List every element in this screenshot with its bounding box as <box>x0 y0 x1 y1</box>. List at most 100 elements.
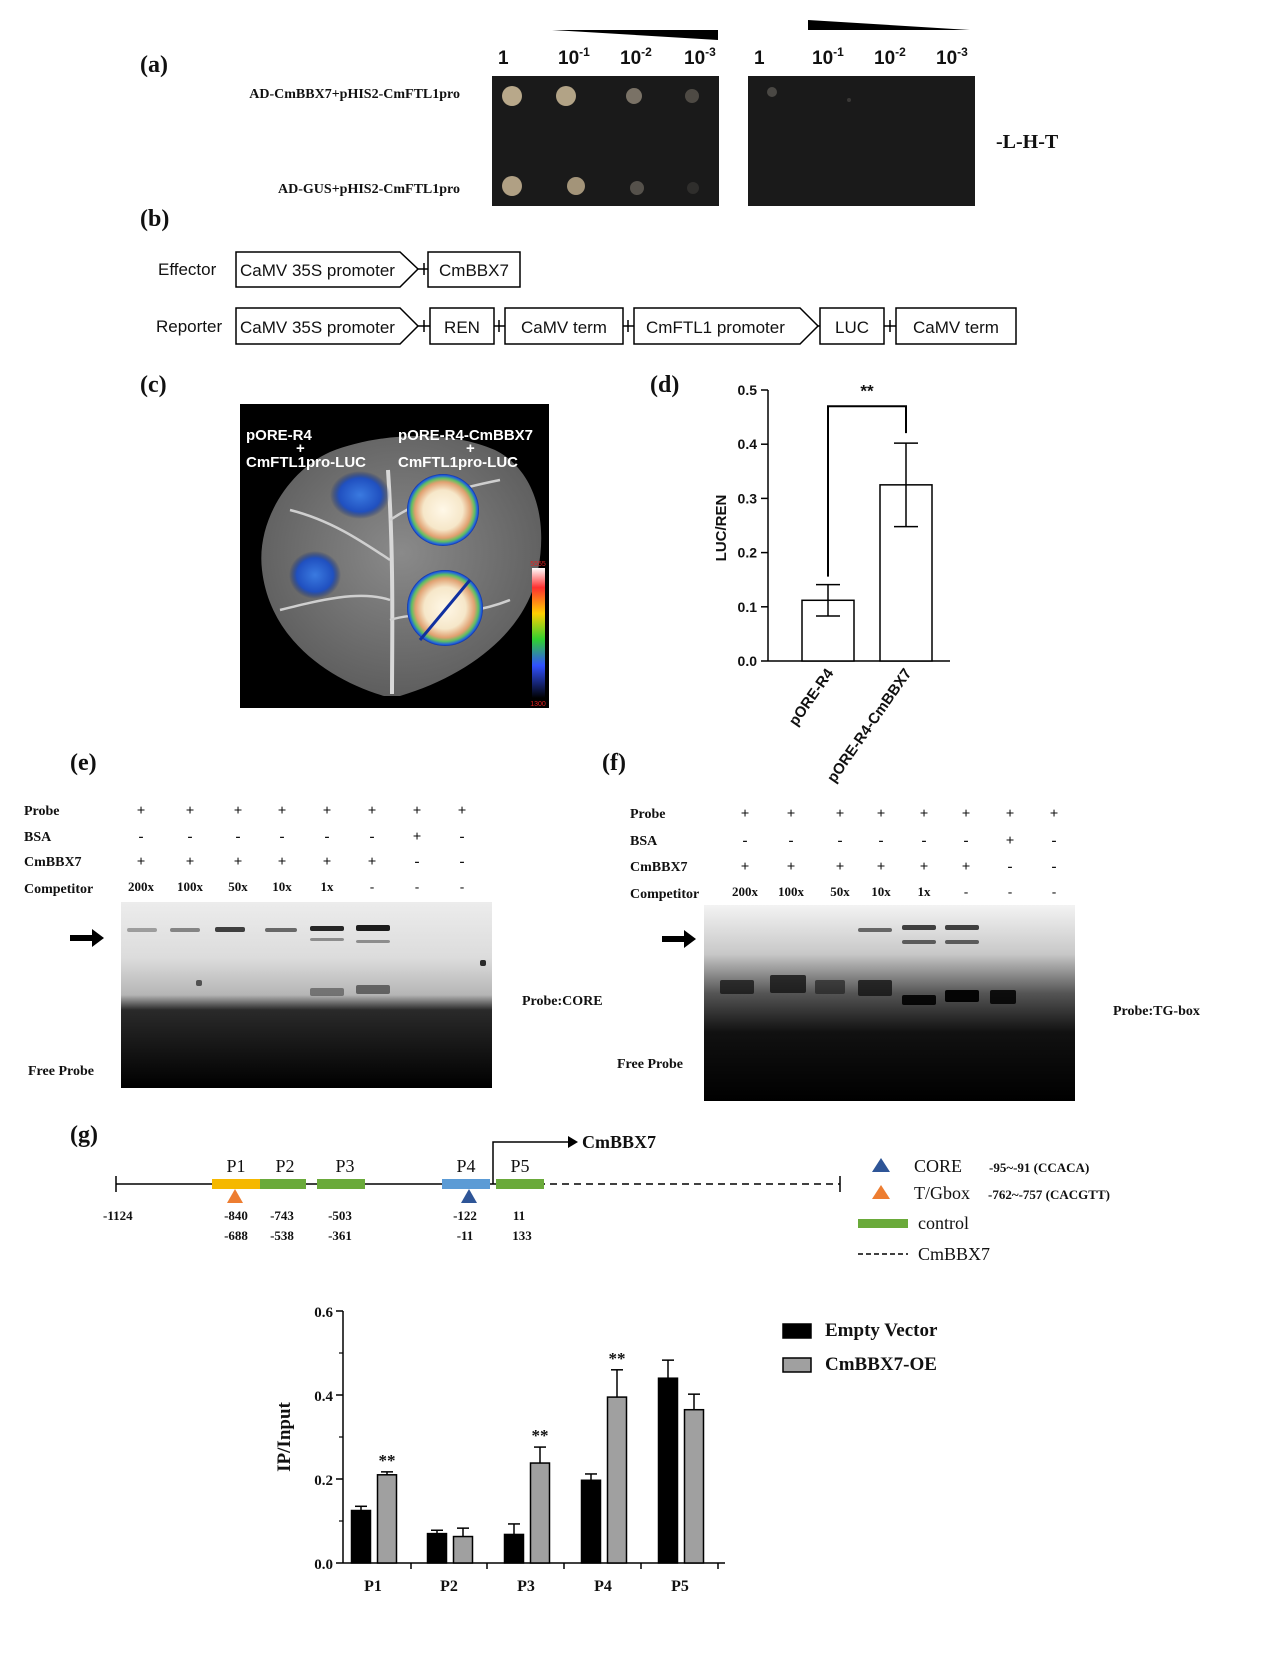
gel-band <box>770 975 806 993</box>
emsa-lane-value: 100x <box>778 884 805 899</box>
emsa-row-label: CmBBX7 <box>24 855 82 870</box>
emsa-lane-value: + <box>137 854 146 870</box>
dilution-wedge-left <box>552 30 718 40</box>
term-label-1: CaMV term <box>521 318 607 337</box>
significance-label: ** <box>532 1426 549 1445</box>
gel-band <box>310 938 344 941</box>
bar <box>452 1535 474 1564</box>
region-p4-top: -122 <box>453 1208 477 1223</box>
control-legend-swatch <box>858 1219 908 1228</box>
dilution-label: 10-3 <box>684 45 716 69</box>
emsa-lane-value: - <box>370 879 374 894</box>
y-tick-label: 0.1 <box>738 599 758 615</box>
emsa-lane-value: + <box>413 803 422 819</box>
yeast-plate-left <box>492 76 719 206</box>
panel-label-d: (d) <box>650 372 679 398</box>
emsa-lane-value: - <box>188 829 193 845</box>
yeast-colony <box>685 89 699 103</box>
right-treatment-line2: CmFTL1pro-LUC <box>398 454 518 471</box>
emsa-lane-value: + <box>920 859 929 875</box>
emsa-lane-value: 50x <box>228 879 248 894</box>
panel-c: (c) 5555 1300 pORE-R4 + CmFTL1pro-LUC pO… <box>140 372 549 708</box>
yeast-colony <box>626 88 642 104</box>
emsa-lane-value: - <box>139 829 144 845</box>
emsa-lane-value: + <box>458 803 467 819</box>
scale-max-label: 5555 <box>530 561 546 568</box>
gel-band <box>902 940 936 944</box>
bar <box>606 1396 628 1564</box>
panel-g: (g) CmBBX7 -1124 P1 P2 P3 P4 P5 -840 -68… <box>70 1122 1110 1595</box>
emsa-lane-value: 1x <box>321 879 335 894</box>
emsa-lane-value: 50x <box>830 884 850 899</box>
core-legend-marker <box>872 1158 890 1172</box>
emsa-lane-value: + <box>1050 806 1059 822</box>
emsa-lane-value: + <box>186 854 195 870</box>
x-tick-label: P2 <box>440 1578 458 1595</box>
emsa-lane-value: - <box>1052 884 1056 899</box>
gel-band <box>902 995 936 1005</box>
emsa-row-label: Probe <box>24 804 60 819</box>
emsa-lane-value: - <box>236 829 241 845</box>
core-marker <box>461 1189 477 1203</box>
control-legend-label: control <box>918 1213 969 1233</box>
right-treatment-line1: pORE-R4-CmBBX7 <box>398 427 533 444</box>
dilution-label: 10-2 <box>874 45 906 69</box>
yeast-colony <box>502 86 522 106</box>
region-p1 <box>212 1179 260 1189</box>
emsa-lane-value: + <box>368 854 377 870</box>
panel-label-a: (a) <box>140 52 168 78</box>
dilution-wedge-right <box>808 20 970 30</box>
gel-band <box>815 980 845 994</box>
significance-label: ** <box>379 1451 396 1470</box>
y-axis-label: LUC/REN <box>713 495 730 562</box>
effector-promoter-label: CaMV 35S promoter <box>240 261 395 280</box>
term-box-2 <box>895 307 1017 345</box>
y-tick-label: 0.5 <box>738 382 758 398</box>
emsa-e-free-probe: Free Probe <box>28 1064 94 1079</box>
y-tick-label: 0.6 <box>314 1305 333 1321</box>
leaf-vein <box>289 508 391 562</box>
luc-spot-left-bottom <box>289 551 341 599</box>
region-p1-name: P1 <box>226 1156 245 1176</box>
region-p5 <box>496 1179 544 1189</box>
region-p3 <box>317 1179 365 1189</box>
region-p4 <box>442 1179 490 1189</box>
emsa-row-label: BSA <box>24 830 52 845</box>
emsa-lane-value: - <box>964 884 968 899</box>
x-tick-label: pORE-R4 <box>786 665 838 729</box>
region-p2 <box>260 1179 306 1189</box>
emsa-lane-value: + <box>186 803 195 819</box>
emsa-lane-value: - <box>1052 833 1057 849</box>
emsa-lane-value: + <box>278 854 287 870</box>
emsa-lane-value: + <box>741 806 750 822</box>
reporter-construct: CaMV 35S promoter REN CaMV term CmFTL1 p… <box>235 307 1017 345</box>
gel-band <box>945 940 979 944</box>
core-legend-detail: -95~-91 (CCACA) <box>989 1160 1089 1175</box>
region-p3-bottom: -361 <box>328 1228 352 1243</box>
yeast-row-1-label: AD-CmBBX7+pHIS2-CmFTL1pro <box>249 87 460 102</box>
panel-label-g: (g) <box>70 1122 98 1148</box>
gel-band <box>356 925 390 931</box>
emsa-lane-value: 100x <box>177 879 204 894</box>
panel-e: (e) Probe++++++++BSA------+-CmBBX7++++++… <box>24 750 603 1088</box>
emsa-lane-value: + <box>234 854 243 870</box>
shift-arrow-e <box>70 929 104 947</box>
ren-box <box>429 307 495 345</box>
gel-band <box>945 990 979 1002</box>
ftl1-promoter-box <box>633 307 820 345</box>
x-tick-label: P5 <box>671 1578 689 1595</box>
gel-band <box>720 980 754 994</box>
luc-spot-right-top <box>407 474 479 546</box>
gel-band <box>858 980 892 996</box>
emsa-lane-value: 10x <box>871 884 891 899</box>
emsa-lane-value: 10x <box>272 879 292 894</box>
emsa-lane-value: + <box>836 806 845 822</box>
yeast-row-2-label: AD-GUS+pHIS2-CmFTL1pro <box>278 182 460 197</box>
bar <box>580 1479 602 1564</box>
panel-label-f: (f) <box>602 750 626 776</box>
yeast-colony <box>687 182 699 194</box>
y-tick-label: 0.0 <box>738 653 758 669</box>
emsa-lane-value: + <box>877 806 886 822</box>
